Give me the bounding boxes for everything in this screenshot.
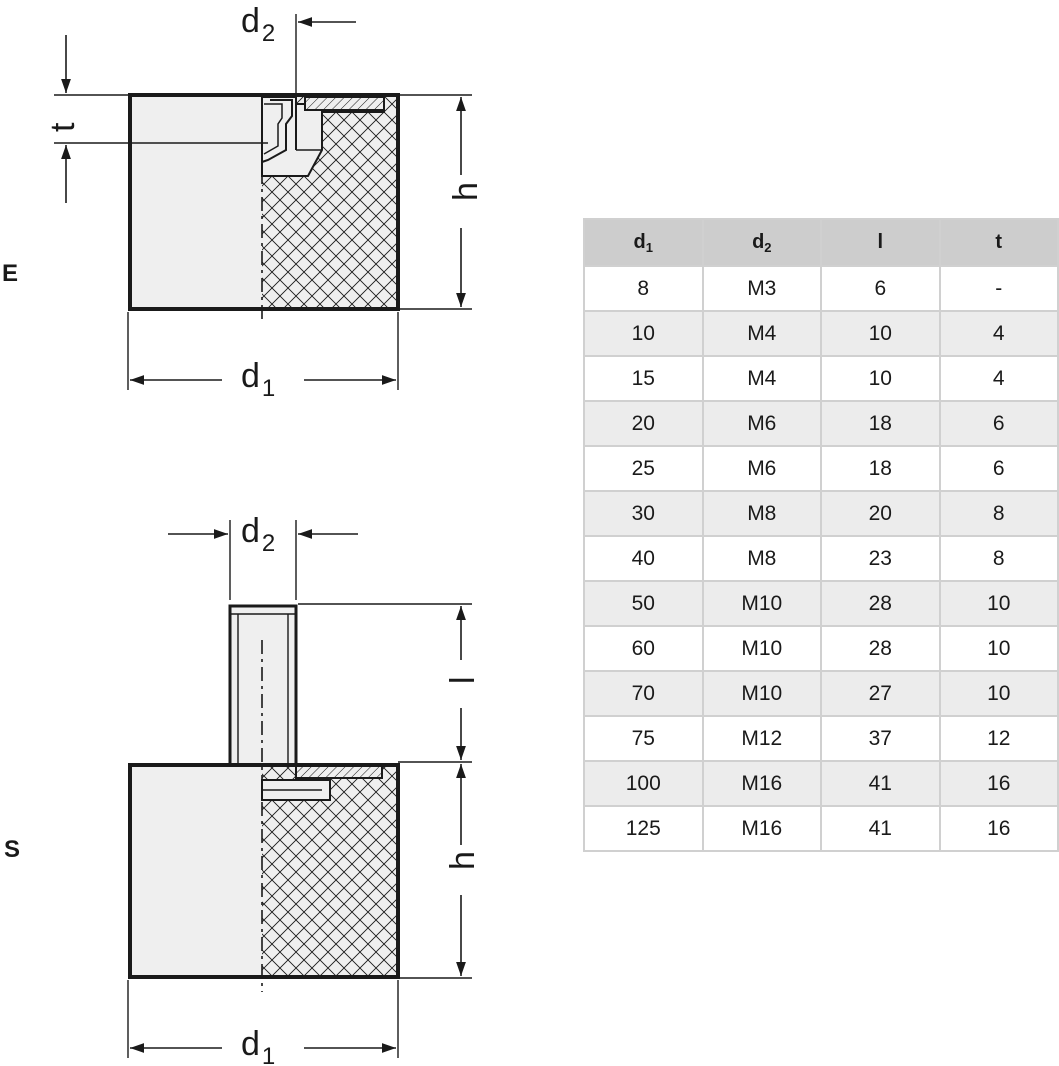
table-cell: 10 — [820, 355, 941, 402]
type-s-stud — [228, 604, 298, 767]
table-cell: 18 — [820, 445, 941, 492]
table-cell: M6 — [701, 400, 823, 447]
table-cell: 10 — [938, 625, 1059, 672]
table-cell: 28 — [820, 580, 941, 627]
type-e-d2-label: d2 — [241, 2, 275, 47]
table-cell: 75 — [583, 715, 704, 762]
table-cell: M10 — [701, 580, 823, 627]
table-cell: M10 — [701, 670, 823, 717]
table-cell: 15 — [583, 355, 704, 402]
table-cell: 37 — [820, 715, 941, 762]
table-cell: 6 — [938, 400, 1059, 447]
table-cell: 41 — [820, 805, 941, 852]
table-cell: 125 — [583, 805, 704, 852]
table-cell: 16 — [938, 805, 1059, 852]
header-l: l — [820, 218, 941, 267]
type-s-label: S — [4, 836, 21, 863]
type-e-t-label: t — [44, 122, 82, 132]
table-cell: 60 — [583, 625, 704, 672]
header-d2: d2 — [701, 218, 823, 267]
header-t: t — [938, 218, 1059, 267]
type-e-drawing: h t d1 d2 — [44, 2, 485, 402]
table-cell: 10 — [583, 310, 704, 357]
table-cell: 8 — [938, 535, 1059, 582]
table-cell: M12 — [701, 715, 823, 762]
table-cell: 23 — [820, 535, 941, 582]
table-cell: M4 — [701, 355, 823, 402]
type-e-h-label: h — [447, 182, 485, 201]
table-cell: 6 — [938, 445, 1059, 492]
table-cell: 10 — [820, 310, 941, 357]
table-cell: 30 — [583, 490, 704, 537]
table-cell: M6 — [701, 445, 823, 492]
table-cell: 20 — [583, 400, 704, 447]
type-e-outline — [128, 93, 400, 311]
table-cell: 8 — [583, 265, 704, 312]
type-e-label: E — [2, 260, 19, 287]
table-cell: 27 — [820, 670, 941, 717]
header-d1: d1 — [583, 218, 704, 267]
type-s-drawing: l h d1 d2 — [127, 512, 482, 1066]
table-cell: M8 — [701, 490, 823, 537]
type-s-d1-label: d1 — [241, 1025, 275, 1066]
table-cell: 100 — [583, 760, 704, 807]
type-e-body-left — [130, 95, 262, 309]
type-s-h-label: h — [444, 851, 482, 870]
type-s-l-label: l — [444, 676, 482, 684]
table-cell: M16 — [701, 805, 823, 852]
table-cell: 12 — [938, 715, 1059, 762]
table-cell: 10 — [938, 670, 1059, 717]
type-e-d1-label: d1 — [241, 357, 275, 402]
type-s-body-left — [130, 765, 262, 977]
table-cell: 16 — [938, 760, 1059, 807]
table-cell: M10 — [701, 625, 823, 672]
table-cell: M3 — [701, 265, 823, 312]
table-cell: 18 — [820, 400, 941, 447]
table-cell: M16 — [701, 760, 823, 807]
table-header-row: d1 d2 l t — [583, 218, 1059, 267]
table-cell: 6 — [820, 265, 941, 312]
table-cell: 70 — [583, 670, 704, 717]
table-cell: - — [938, 265, 1059, 312]
table-cell: 50 — [583, 580, 704, 627]
table-cell: 8 — [938, 490, 1059, 537]
table-cell: 40 — [583, 535, 704, 582]
table-cell: 4 — [938, 355, 1059, 402]
table-cell: 28 — [820, 625, 941, 672]
table-cell: 10 — [938, 580, 1059, 627]
table-cell: M4 — [701, 310, 823, 357]
table-cell: M8 — [701, 535, 823, 582]
table-cell: 20 — [820, 490, 941, 537]
table-cell: 25 — [583, 445, 704, 492]
table-cell: 41 — [820, 760, 941, 807]
table-cell: 4 — [938, 310, 1059, 357]
type-s-d2-label: d2 — [241, 512, 275, 557]
